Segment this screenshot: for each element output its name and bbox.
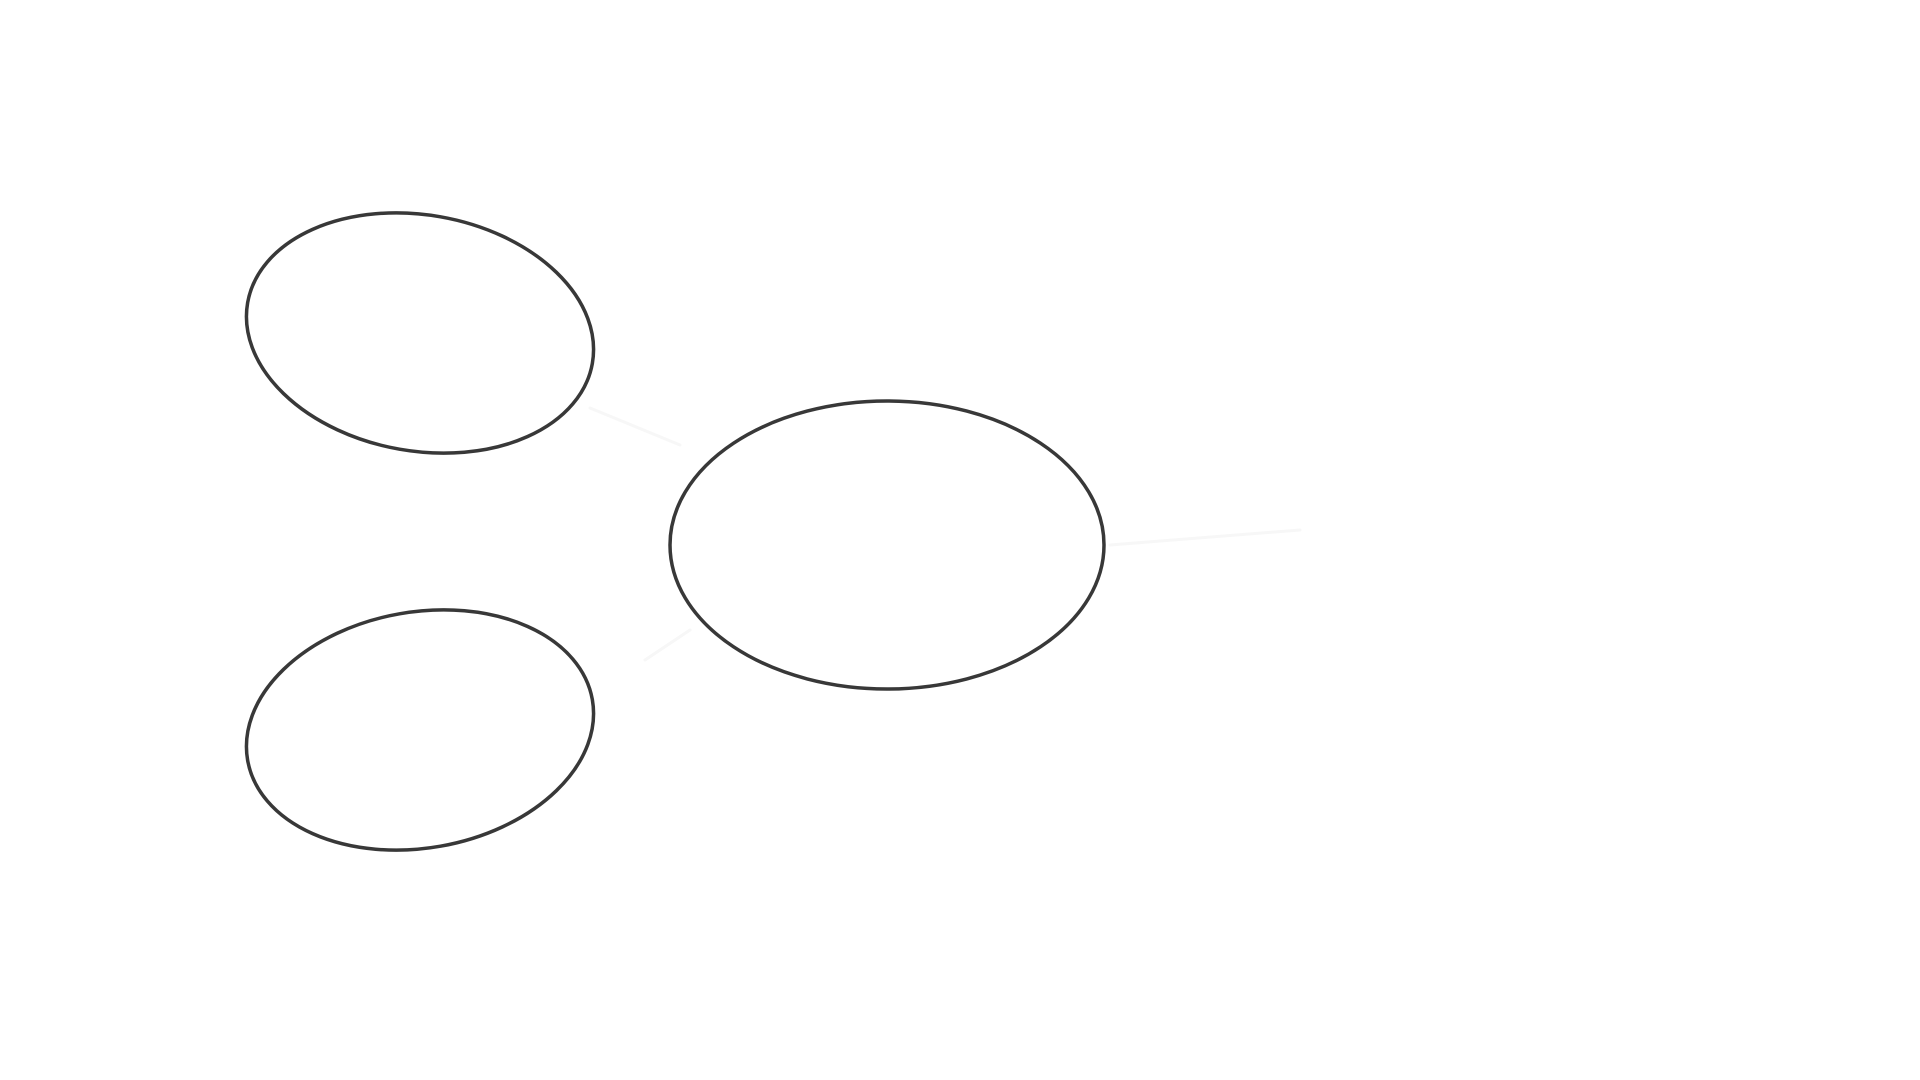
connector-top-left-to-center [588,406,682,447]
connector-bottom-left-to-center [643,628,692,662]
connector-group [588,406,1302,662]
node-top-left-shape[interactable] [227,186,613,479]
node-center[interactable] [668,399,1106,691]
node-center-shape[interactable] [668,399,1106,691]
node-group [227,186,1106,876]
node-bottom-left-shape[interactable] [227,583,613,876]
node-bottom-left[interactable] [227,583,613,876]
connector-center-to-right [1108,528,1302,547]
node-top-left[interactable] [227,186,613,479]
